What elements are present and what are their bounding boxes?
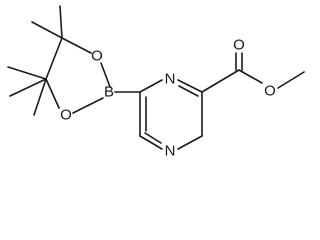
atom-o-ester: O [264,83,276,100]
bond-c-oester [238,69,263,84]
atom-n-lower: N [165,143,176,160]
bond-c2-carbonyl [201,69,240,93]
bond-n1-c2-double [178,85,199,97]
atom-labels: O B O N N O O [60,37,276,160]
bonds [7,5,305,150]
atom-o-lower: O [60,107,72,124]
chemical-structure: O B O N N O O [7,5,305,160]
bond-methyl-4 [9,78,47,97]
bond-n4-c5-double [144,132,162,144]
bond-methyl-1 [59,5,63,39]
bond-c-o-upper [61,37,92,54]
atom-n-upper: N [165,71,176,88]
bond-c-c-ring [45,37,63,80]
bond-methyl-2 [31,21,63,39]
bond-o-b-upper [100,62,111,88]
bond-c3-n4 [177,135,203,150]
atom-boron: B [104,84,114,101]
bond-methyl-3 [7,66,47,80]
bond-n4-c5 [139,135,163,150]
bond-oester-methyl [277,71,305,89]
atom-o-upper: O [91,48,103,65]
bond-c6-n1 [139,79,163,93]
bond-o-b-lower [72,97,104,114]
atom-o-carbonyl: O [233,37,245,54]
bond-methyl-5 [33,78,47,116]
bond-n1-c2 [177,79,203,93]
bond-c-o-lower [45,78,60,109]
